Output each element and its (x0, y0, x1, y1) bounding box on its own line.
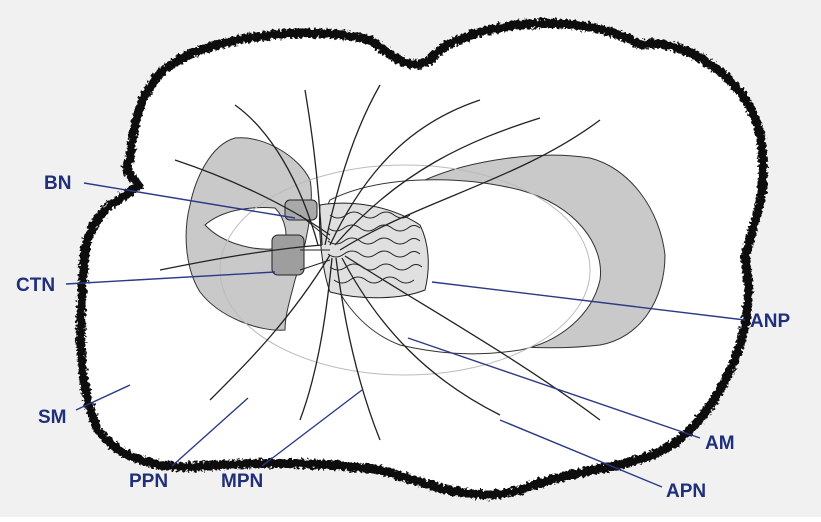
label-anp: ANP (750, 311, 790, 332)
label-sm: SM (38, 407, 67, 428)
label-mpn: MPN (221, 471, 263, 492)
label-ctn: CTN (16, 275, 55, 296)
label-am: AM (705, 433, 735, 454)
label-bn: BN (44, 173, 71, 194)
ctn-node (272, 235, 304, 275)
label-apn: APN (666, 481, 706, 502)
label-ppn: PPN (129, 471, 168, 492)
